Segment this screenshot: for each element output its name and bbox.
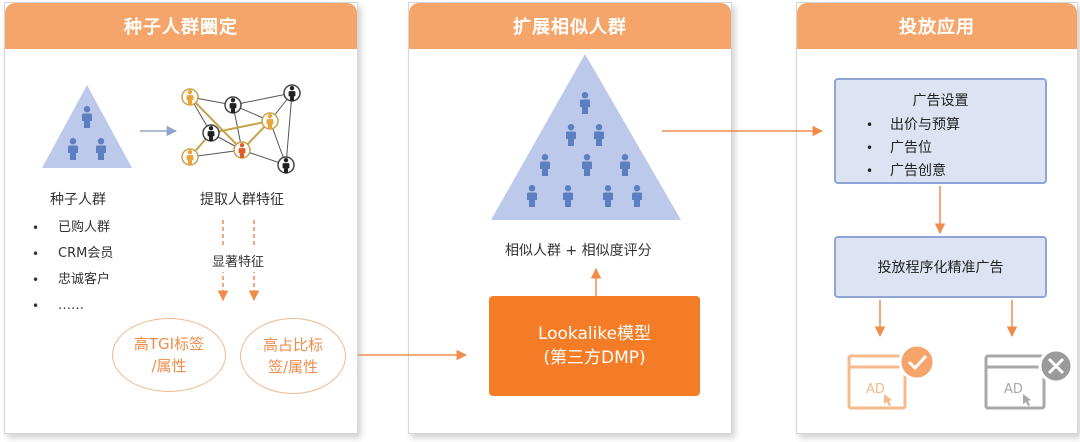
model-source: (第三方DMP) xyxy=(543,348,646,368)
tgi-tag-ellipse: 高TGI标签/属性 xyxy=(112,318,226,392)
list-item: •广告创意 xyxy=(866,163,946,179)
model-name: Lookalike模型 xyxy=(537,324,652,344)
ad-approved-label: AD xyxy=(866,382,885,397)
expanded-pyramid xyxy=(491,54,681,220)
ad-settings-title: 广告设置 xyxy=(912,93,969,109)
ad-settings-list: •出价与预算 •广告位 •广告创意 xyxy=(866,114,960,183)
delivery-panel-title: 投放应用 xyxy=(797,3,1077,49)
precision-ad-box: 投放程序化精准广告 xyxy=(834,236,1047,298)
feature-label: 提取人群特征 xyxy=(200,192,284,208)
list-item: •忠诚客户 xyxy=(32,272,111,287)
significant-feature-label: 显著特征 xyxy=(212,255,265,270)
list-item: •广告位 xyxy=(866,140,932,156)
expand-panel-title: 扩展相似人群 xyxy=(409,3,731,49)
list-item: •已购人群 xyxy=(32,220,111,235)
ad-rejected-icon: AD xyxy=(984,348,1074,410)
lookalike-model-box: Lookalike模型 (第三方DMP) xyxy=(489,296,700,396)
list-item: •CRM会员 xyxy=(32,246,114,261)
seed-pyramid xyxy=(42,85,132,168)
seed-label: 种子人群 xyxy=(50,192,106,208)
similar-caption: 相似人群 + 相似度评分 xyxy=(505,243,652,259)
seed-panel-title: 种子人群圈定 xyxy=(5,3,357,49)
ad-approved-icon: AD xyxy=(847,343,936,410)
list-item: •出价与预算 xyxy=(866,117,960,133)
list-item: •…… xyxy=(32,298,84,313)
feature-network-icon xyxy=(181,84,301,174)
seed-list: •已购人群 •CRM会员 •忠诚客户 •…… xyxy=(32,215,113,319)
ad-rejected-label: AD xyxy=(1004,382,1023,397)
ad-settings-box: 广告设置 •出价与预算 •广告位 •广告创意 xyxy=(834,78,1047,184)
precision-ad-label: 投放程序化精准广告 xyxy=(877,260,1004,276)
share-tag-ellipse: 高占比标签/属性 xyxy=(240,318,346,394)
